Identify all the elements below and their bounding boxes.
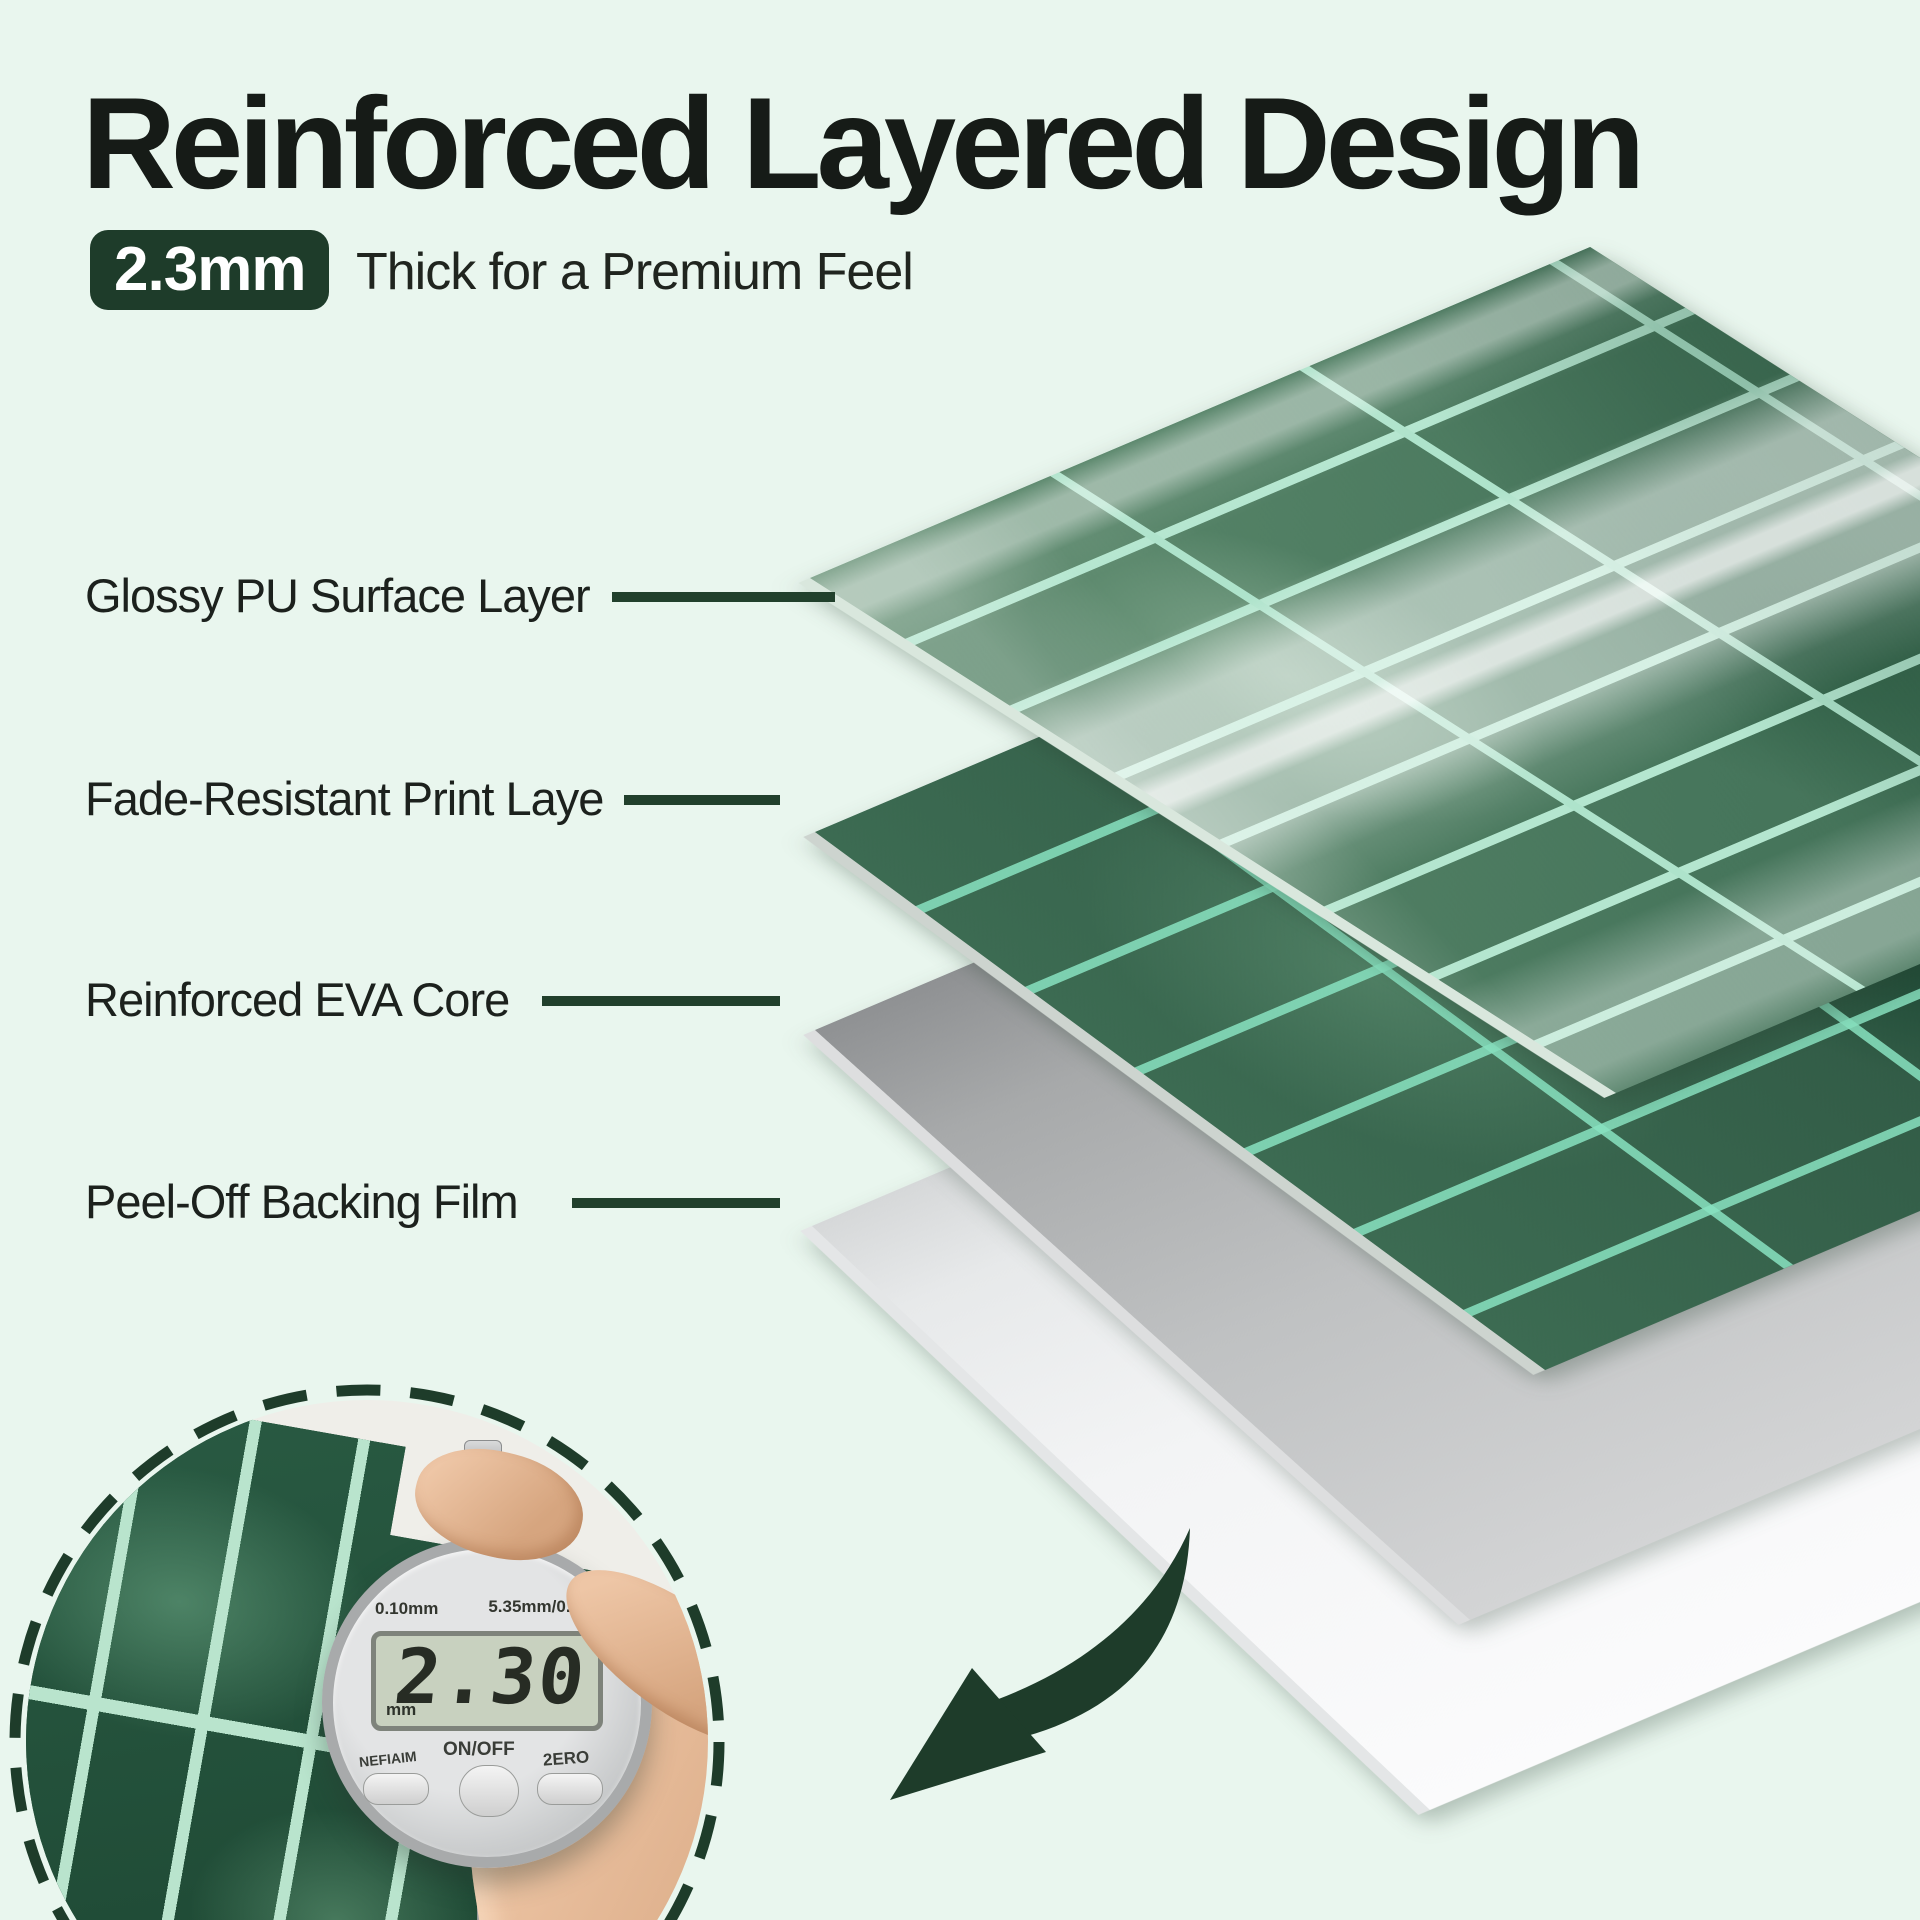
gauge-button bbox=[459, 1765, 519, 1817]
gauge-resolution-label: 0.10mm bbox=[375, 1599, 439, 1618]
callout-label-backing-film: Peel-Off Backing Film bbox=[85, 1175, 519, 1228]
gauge-button-label-left: NEFIAIM bbox=[358, 1748, 418, 1770]
callout-label-print-layer: Fade-Resistant Print Laye bbox=[85, 772, 604, 825]
thickness-badge: 2.3mm bbox=[90, 230, 330, 310]
subtitle: Thick for a Premium Feel bbox=[356, 243, 914, 301]
gauge-button-label-onoff: ON/OFF bbox=[443, 1739, 515, 1760]
callout-label-glossy-pu: Glossy PU Surface Layer bbox=[85, 569, 591, 622]
callout-line bbox=[612, 592, 835, 602]
callout-label-eva-core: Reinforced EVA Core bbox=[85, 973, 510, 1026]
page-title: Reinforced Layered Design bbox=[82, 70, 1645, 216]
gauge-reading: 2.30 bbox=[390, 1632, 591, 1721]
gauge-lcd-display: mm 2.30 bbox=[371, 1631, 603, 1731]
gauge-button bbox=[363, 1773, 429, 1805]
callout-line bbox=[624, 795, 780, 805]
gauge-button bbox=[537, 1773, 603, 1805]
callout-line bbox=[572, 1198, 780, 1208]
gauge-button-label-zero: 2ERO bbox=[542, 1747, 590, 1770]
callout-line bbox=[542, 996, 780, 1006]
